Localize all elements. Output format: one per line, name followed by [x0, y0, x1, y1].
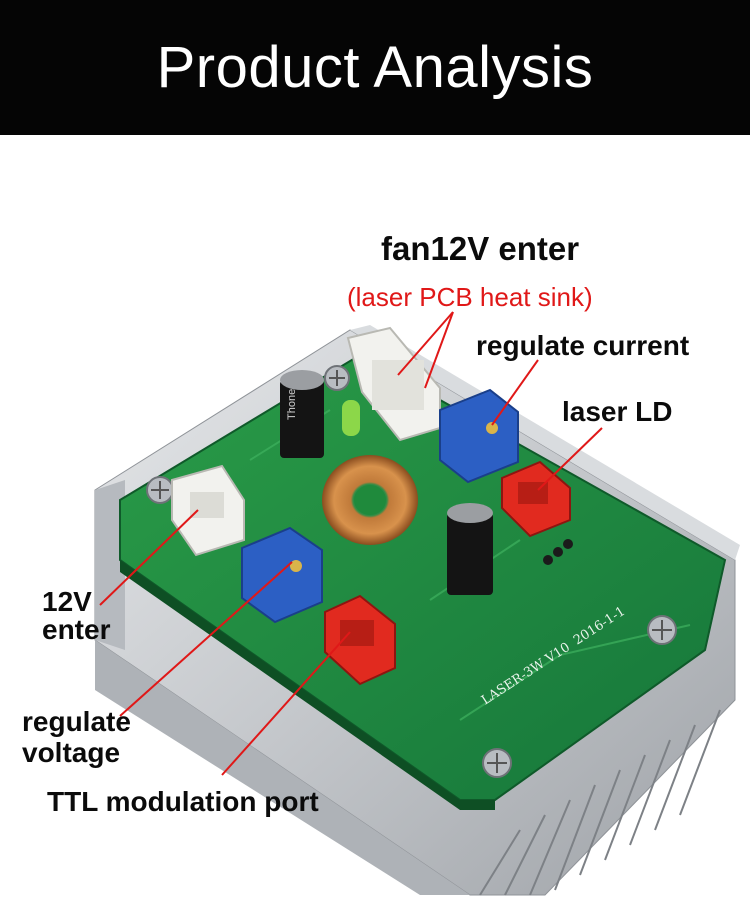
header-pins: [543, 539, 573, 565]
title-banner: Product Analysis: [0, 0, 750, 135]
toroid-inductor: [322, 455, 418, 545]
electrolytic-capacitor: [447, 503, 493, 595]
label-12v-line2: enter: [42, 614, 111, 645]
label-regulate-current: regulate current: [476, 330, 690, 361]
fan-connector: [346, 326, 441, 442]
mounting-screw: [647, 615, 677, 645]
mounting-screw: [324, 365, 350, 391]
page-title: Product Analysis: [156, 35, 594, 100]
mounting-screw: [482, 748, 512, 778]
pcb-board: LASER-3W V10 2016-1-1: [119, 353, 727, 810]
label-regulate-voltage-line1: regulate: [22, 706, 131, 737]
label-fan-enter: fan12V enter: [381, 230, 580, 267]
label-regulate-voltage: regulate voltage: [22, 706, 131, 768]
label-ttl-port: TTL modulation port: [47, 786, 319, 817]
label-regulate-voltage-line2: voltage: [22, 737, 121, 768]
product-photo: LASER-3W V10 2016-1-1 Thone: [94, 325, 740, 896]
label-laser-ld: laser LD: [562, 396, 673, 427]
label-12v-enter: 12V enter: [42, 588, 110, 644]
label-12v-line1: 12V: [42, 586, 92, 617]
mounting-screw: [146, 476, 174, 504]
voltage-trimpot: [241, 526, 323, 624]
capacitor-brand: Thone: [286, 389, 298, 420]
green-led: [342, 400, 360, 436]
electrolytic-capacitor: Thone: [280, 370, 324, 458]
label-heat-sink: (laser PCB heat sink): [347, 282, 593, 312]
